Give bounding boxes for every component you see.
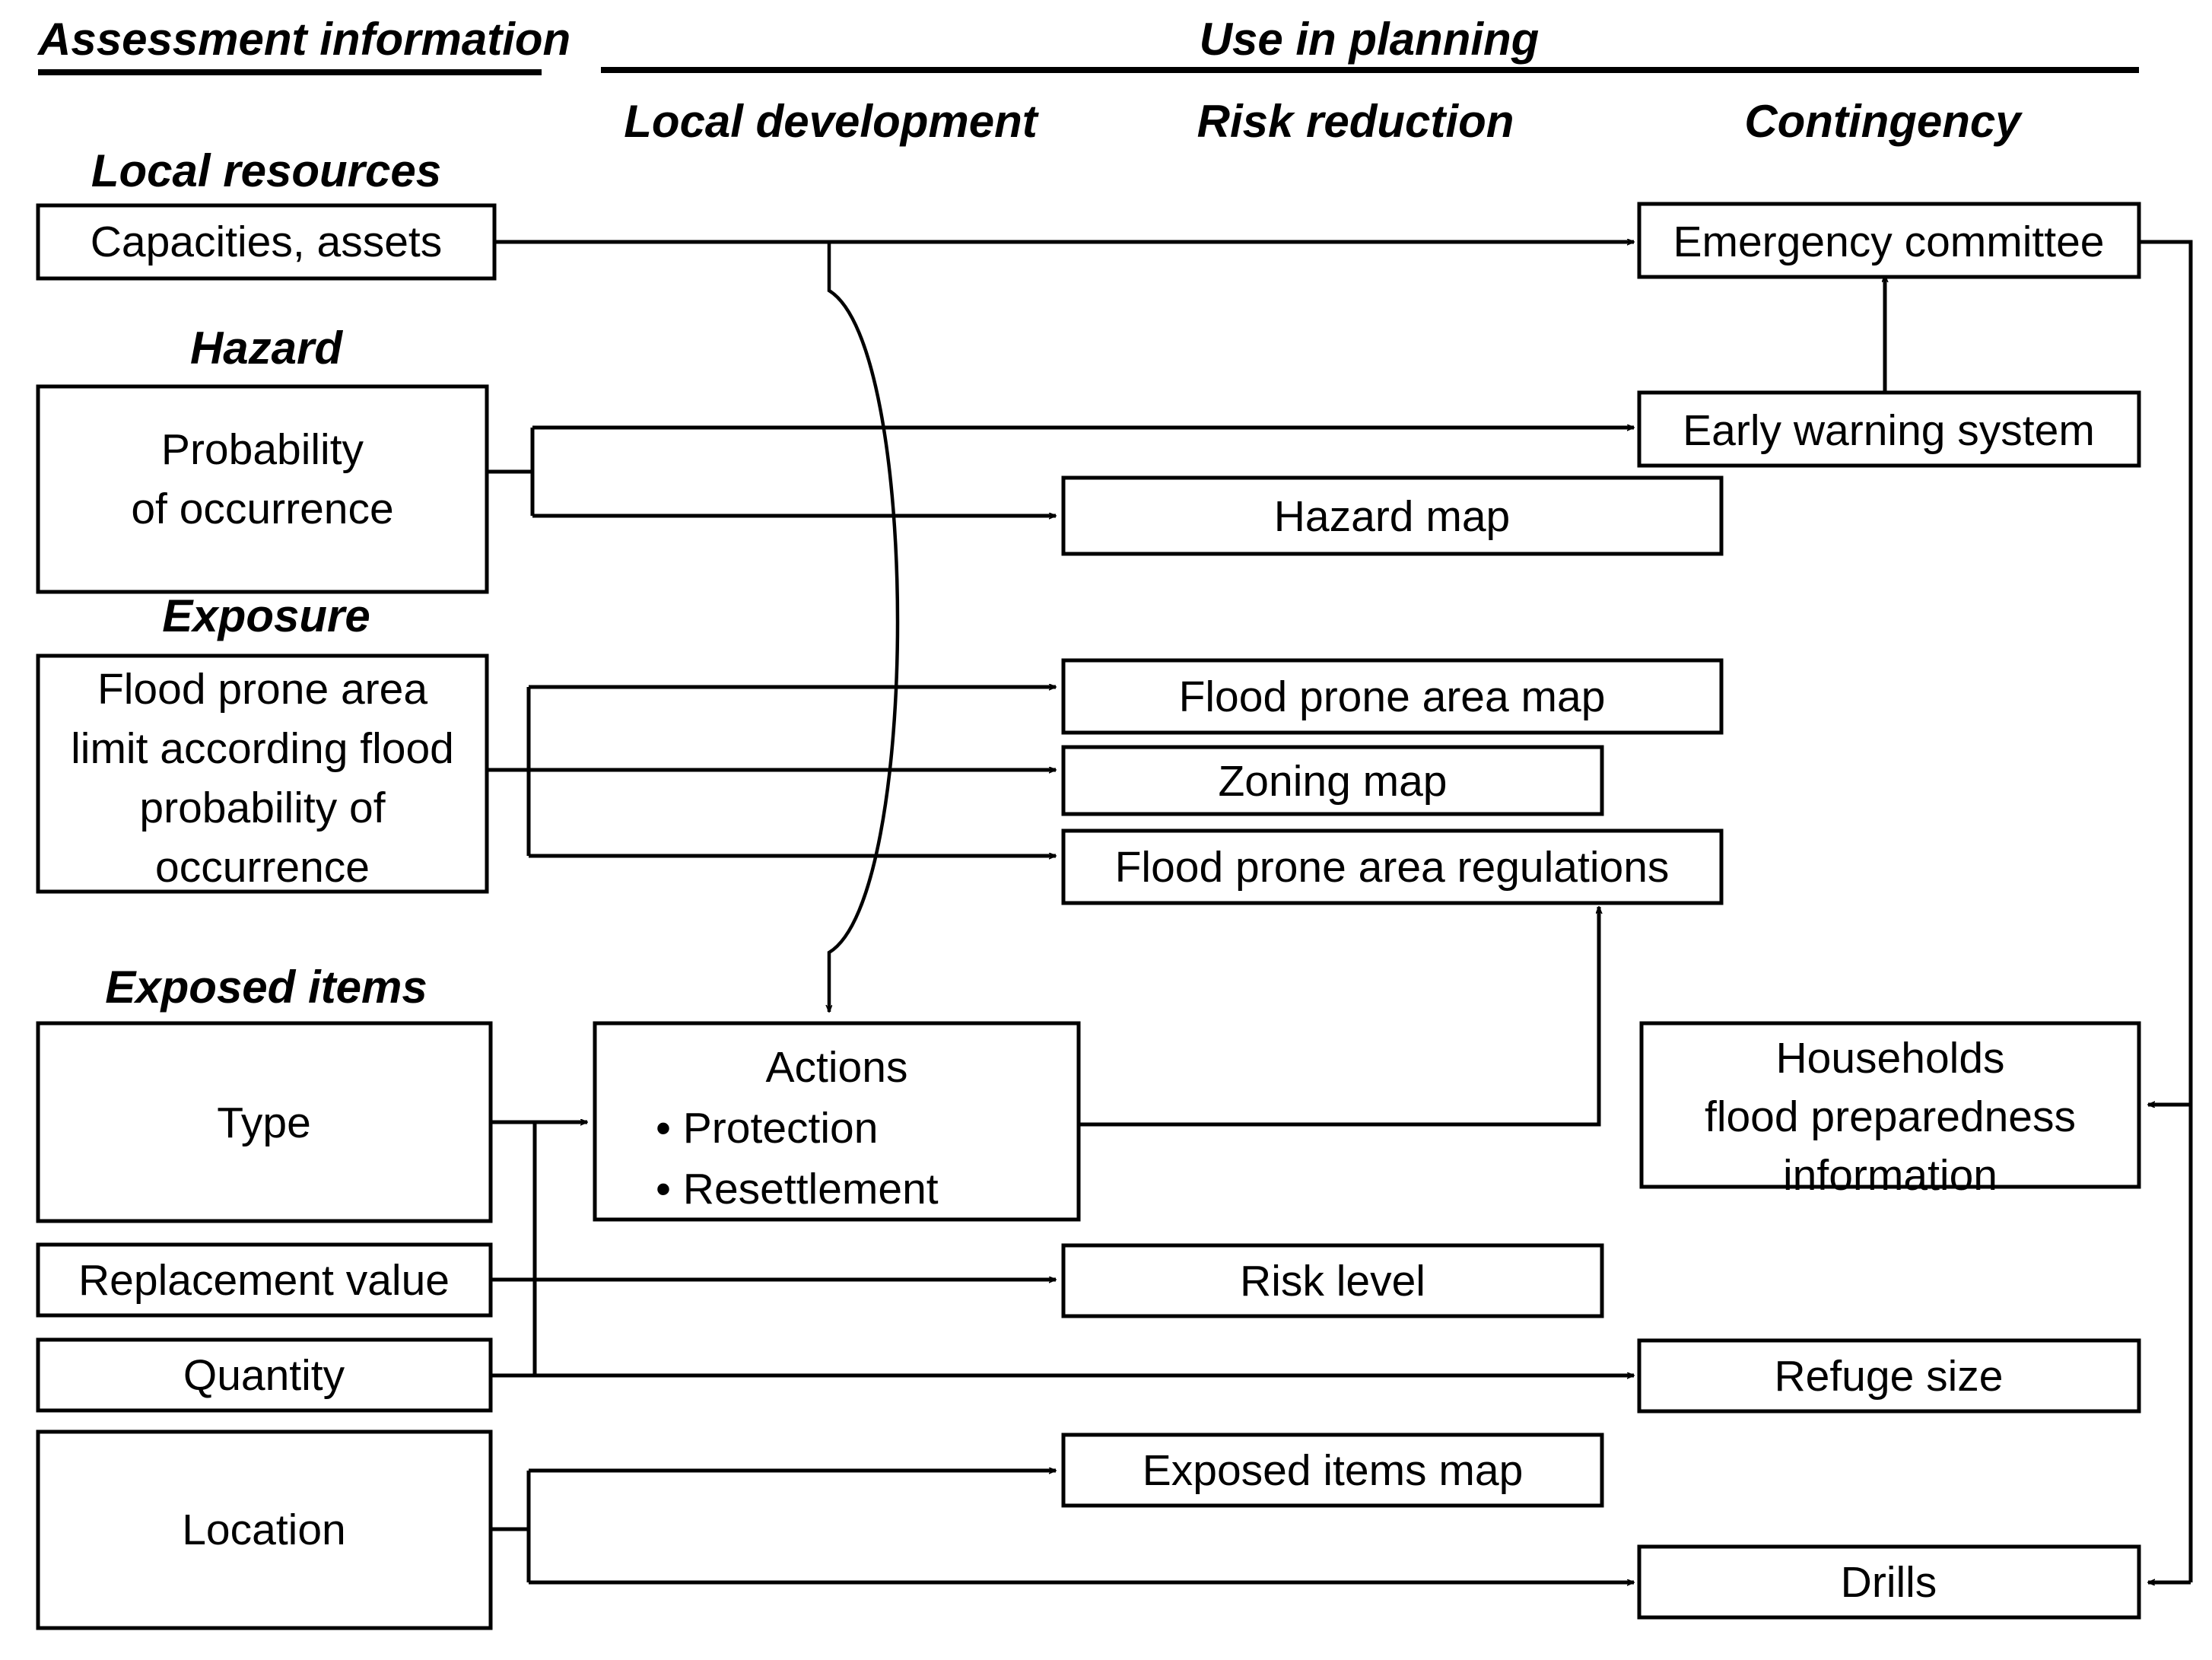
- box-label-households-line2: flood preparedness: [1705, 1092, 2076, 1141]
- box-drills[interactable]: Drills: [1637, 1544, 2141, 1620]
- box-zoning-map[interactable]: Zoning map: [1061, 745, 1604, 816]
- box-label-actions-title: Actions: [766, 1043, 908, 1092]
- box-actions[interactable]: Actions • Protection • Resettlement: [593, 1021, 1081, 1222]
- header-contingency: Contingency: [1744, 96, 2023, 147]
- box-label-exposure-line1: Flood prone area: [97, 665, 427, 714]
- box-replacement-value[interactable]: Replacement value: [36, 1242, 493, 1318]
- box-refuge-size[interactable]: Refuge size: [1637, 1338, 2141, 1414]
- edge-actions-to-flood-prone-regulations: [1079, 907, 1599, 1127]
- box-label-location: Location: [182, 1506, 346, 1554]
- box-location[interactable]: Location: [36, 1429, 493, 1630]
- box-label-zoning-map: Zoning map: [1218, 757, 1447, 806]
- box-label-exposure-line2: limit according flood: [71, 724, 454, 773]
- box-label-actions-protection: • Protection: [656, 1104, 878, 1153]
- edge-capacities-to-actions-curve: [829, 242, 900, 1012]
- box-probability-of-occurrence[interactable]: Probability of occurrence: [36, 384, 489, 594]
- edge-right-rail: [2139, 240, 2193, 1582]
- group-label-hazard: Hazard: [190, 323, 343, 374]
- box-label-actions-resettlement: • Resettlement: [656, 1165, 939, 1213]
- box-label-risk-level: Risk level: [1240, 1257, 1425, 1305]
- box-label-exposure-line4: occurrence: [155, 843, 370, 892]
- group-label-local-resources: Local resources: [91, 145, 441, 196]
- box-flood-prone-area-map[interactable]: Flood prone area map: [1061, 658, 1724, 735]
- box-hazard-map[interactable]: Hazard map: [1061, 475, 1724, 556]
- box-label-flood-prone-area-regulations: Flood prone area regulations: [1115, 843, 1670, 892]
- box-flood-prone-area-regulations[interactable]: Flood prone area regulations: [1061, 828, 1724, 905]
- box-label-emergency-committee: Emergency committee: [1673, 218, 2104, 266]
- box-label-exposure-line3: probability of: [139, 784, 385, 832]
- header-assessment-information: Assessment information: [37, 14, 570, 65]
- box-label-households-line1: Households: [1775, 1034, 2004, 1083]
- box-label-type: Type: [217, 1099, 311, 1147]
- box-label-probability-line2: of occurrence: [131, 485, 393, 533]
- box-emergency-committee[interactable]: Emergency committee: [1637, 202, 2141, 279]
- group-label-exposure: Exposure: [162, 590, 370, 641]
- box-label-refuge-size: Refuge size: [1774, 1352, 2003, 1401]
- box-households-flood-preparedness[interactable]: Households flood preparedness informatio…: [1639, 1021, 2141, 1200]
- box-exposed-items-map[interactable]: Exposed items map: [1061, 1433, 1604, 1508]
- box-label-early-warning-system: Early warning system: [1683, 406, 2095, 455]
- box-flood-prone-area-limit[interactable]: Flood prone area limit according flood p…: [36, 654, 489, 894]
- header-risk-reduction: Risk reduction: [1197, 96, 1514, 147]
- header-use-in-planning: Use in planning: [1200, 14, 1540, 65]
- box-label-probability-line1: Probability: [161, 425, 364, 474]
- box-label-drills: Drills: [1841, 1558, 1937, 1607]
- group-label-exposed-items: Exposed items: [105, 962, 427, 1013]
- box-label-households-line3: information: [1783, 1151, 1997, 1200]
- box-quantity[interactable]: Quantity: [36, 1337, 493, 1413]
- box-type[interactable]: Type: [36, 1021, 493, 1223]
- header-local-development: Local development: [624, 96, 1039, 147]
- box-capacities-assets[interactable]: Capacities, assets: [36, 203, 497, 281]
- box-label-quantity: Quantity: [183, 1351, 345, 1400]
- box-risk-level[interactable]: Risk level: [1061, 1243, 1604, 1318]
- box-label-hazard-map: Hazard map: [1274, 492, 1510, 541]
- box-early-warning-system[interactable]: Early warning system: [1637, 390, 2141, 468]
- box-label-replacement-value: Replacement value: [78, 1256, 450, 1305]
- box-label-capacities-assets: Capacities, assets: [91, 218, 443, 266]
- box-label-exposed-items-map: Exposed items map: [1143, 1446, 1524, 1495]
- box-label-flood-prone-area-map: Flood prone area map: [1179, 673, 1606, 721]
